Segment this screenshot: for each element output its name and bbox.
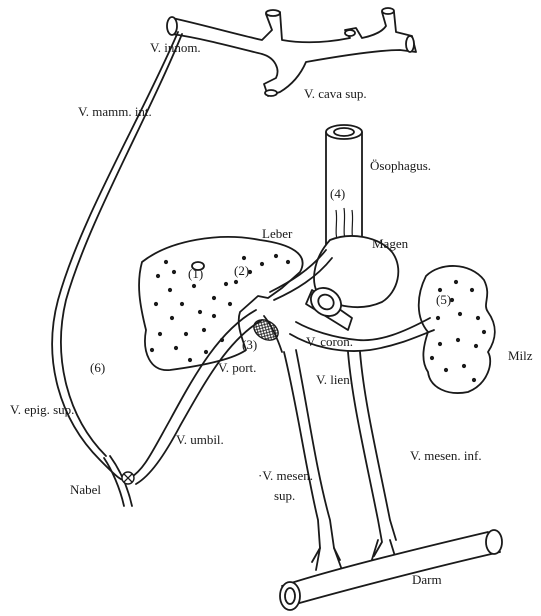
label-v-coron: V. coron. (306, 334, 353, 349)
liver-stipple (260, 262, 264, 266)
liver-stipple (184, 332, 188, 336)
label-4: (4) (330, 186, 345, 201)
label-oesophagus: Ösophagus. (370, 158, 431, 173)
liver-stipple (212, 296, 216, 300)
label-nabel: Nabel (70, 482, 101, 497)
spleen-stipple (454, 280, 458, 284)
liver-stipple (154, 302, 158, 306)
label-magen: Magen (372, 236, 409, 251)
spleen-stipple (456, 338, 460, 342)
label-leber: Leber (262, 226, 293, 241)
epigastric-vein (104, 458, 124, 506)
label-2: (2) (234, 263, 249, 278)
liver-stipple (228, 302, 232, 306)
label-darm: Darm (412, 572, 442, 587)
spleen-stipple (436, 316, 440, 320)
spleen-stipple (430, 356, 434, 360)
liver-stipple (202, 328, 206, 332)
label-v-mamm-int: V. mamm. int. (78, 104, 152, 119)
liver-stipple (192, 284, 196, 288)
spleen-stipple (482, 330, 486, 334)
spleen-stipple (476, 316, 480, 320)
spleen-stipple (472, 378, 476, 382)
label-5: (5) (436, 292, 451, 307)
label-milz: Milz (508, 348, 533, 363)
liver (139, 237, 303, 370)
liver-stipple (156, 274, 160, 278)
label-v-mesen-sup-2: sup. (274, 488, 295, 503)
liver-stipple (204, 350, 208, 354)
liver-stipple (172, 270, 176, 274)
label-v-lien: V. lien. (316, 372, 353, 387)
label-6: (6) (90, 360, 105, 375)
navel-marker (122, 472, 134, 484)
label-v-cava-sup: V. cava sup. (304, 86, 367, 101)
liver-stipple (158, 332, 162, 336)
label-v-innom: V. innom. (150, 40, 201, 55)
liver-stipple (242, 256, 246, 260)
spleen-stipple (458, 312, 462, 316)
label-v-port: V. port. (218, 360, 256, 375)
superior-vena-cava (167, 8, 416, 96)
liver-stipple (188, 358, 192, 362)
spleen-stipple (462, 364, 466, 368)
liver-stipple (164, 260, 168, 264)
label-v-epig-sup: V. epig. sup. (10, 402, 74, 417)
label-v-mesen-inf: V. mesen. inf. (410, 448, 482, 463)
liver-stipple (274, 254, 278, 258)
liver-stipple (286, 260, 290, 264)
liver-stipple (174, 346, 178, 350)
liver-stipple (150, 348, 154, 352)
spleen-stipple (470, 288, 474, 292)
liver-stipple (234, 280, 238, 284)
spleen-stipple (438, 342, 442, 346)
label-v-mesen-sup: ·V. mesen. (258, 468, 313, 483)
spleen (419, 266, 495, 393)
spleen-stipple (444, 368, 448, 372)
label-3: (3) (242, 337, 257, 352)
liver-stipple (224, 282, 228, 286)
label-v-umbil: V. umbil. (176, 432, 224, 447)
liver-stipple (212, 314, 216, 318)
label-1: (1) (188, 266, 203, 281)
liver-stipple (168, 288, 172, 292)
liver-stipple (170, 316, 174, 320)
liver-stipple (180, 302, 184, 306)
liver-stipple (198, 310, 202, 314)
spleen-stipple (474, 344, 478, 348)
